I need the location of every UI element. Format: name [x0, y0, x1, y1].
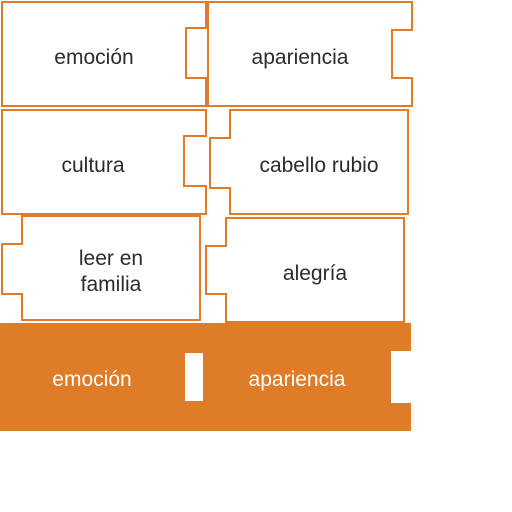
right-tile[interactable]: alegría	[204, 217, 416, 330]
right-tile-shape	[205, 217, 405, 323]
right-tile-label: cabello rubio	[259, 153, 379, 177]
left-tile-label: cultura	[61, 153, 125, 177]
left-tile[interactable]: emoción	[1, 1, 214, 114]
left-tile-shape	[1, 109, 207, 215]
right-tile[interactable]: cabello rubio	[208, 109, 420, 222]
left-tile[interactable]: leer en familia	[1, 215, 214, 328]
left-tile-shape	[1, 1, 207, 107]
left-tile-label: emoción	[54, 45, 134, 69]
left-tile[interactable]: emoción	[0, 323, 212, 436]
left-tile[interactable]: cultura	[1, 109, 214, 222]
right-tile-shape	[203, 323, 411, 431]
right-tile-shape	[207, 1, 413, 107]
left-tile-label: emoción	[52, 367, 132, 391]
right-tile-label: apariencia	[251, 45, 349, 69]
right-tile-shape	[209, 109, 409, 215]
right-tile[interactable]: apariencia	[203, 323, 416, 436]
left-tile-shape	[1, 215, 201, 321]
right-tile-label: apariencia	[248, 367, 346, 391]
left-tile-label: leer en familia	[78, 246, 144, 296]
right-tile[interactable]: apariencia	[207, 1, 420, 114]
right-tile-label: alegría	[282, 261, 348, 285]
